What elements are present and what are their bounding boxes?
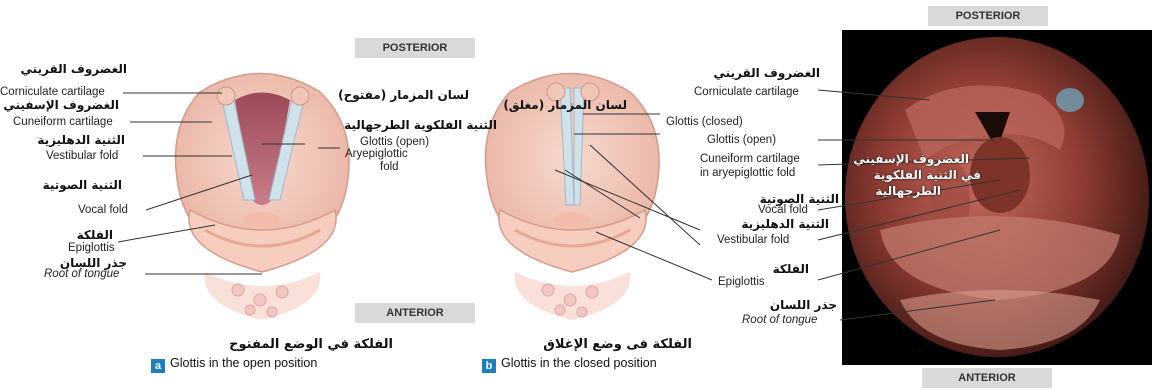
panel-b-caption-ar: الفلكة فى وضع الإغلاق [543,338,692,352]
panel-a-caption-en: Glottis in the open position [170,356,317,370]
panel-a-epiglottis-ar: الفلكة [77,228,113,242]
panel-a-posterior-label: POSTERIOR [355,38,475,58]
panel-a-cuneiform-en: Cuneiform cartilage [13,116,113,129]
panel-a-aryepi-en2: fold [380,161,399,174]
panel-c-cuneiform-ar2: في الثنية الفلكوية [874,168,981,182]
panel-b-caption-en: Glottis in the closed position [501,356,657,370]
panel-c-corniculate-en: Corniculate cartilage [694,86,799,99]
panel-c-cuneiform-en1: Cuneiform cartilage [700,153,800,166]
panel-a-corniculate-ar: الغضروف القريني [20,62,127,76]
panel-b-glottis-closed-ar: لسان المزمار (مغلق) [503,98,627,112]
panel-a-drawing [176,74,350,321]
panel-a-epiglottis-tip [244,212,280,228]
panel-a-vocal-ar: الثنية الصوتية [43,178,122,192]
panel-a-vestibular-en: Vestibular fold [46,150,118,163]
panel-a-corniculate-left [217,87,235,105]
panel-a-anterior-label: ANTERIOR [355,303,475,323]
panel-c-root-ar: جذر اللسان [770,298,837,312]
panel-c-vestibular-en: Vestibular fold [717,234,789,247]
panel-a-cuneiform-ar: الغضروف الإسفيني [3,98,119,112]
panel-a-badge: a [151,359,165,373]
panel-c-corniculate-ar: الغضروف القريني [713,66,820,80]
panel-a-vestibular-ar: الثنية الدهليزية [37,133,125,147]
panel-c-vestibular-ar: الثنية الدهليزية [741,217,829,231]
panel-a-caption: a Glottis in the open position [151,356,317,373]
panel-a-root-en: Root of tongue [44,268,119,281]
panel-a-aryepi-ar: الثنية الفلكوية الطرجهالية [344,118,497,132]
panel-c-epiglottis-en: Epiglottis [718,276,765,289]
panel-c-vocal-en: Vocal fold [758,204,808,217]
panel-c-root-en: Root of tongue [742,314,817,327]
panel-c-cuneiform-ar3: الطرجهالية [875,184,941,198]
panel-b-glottis-closed-en: Glottis (closed) [666,116,743,129]
panel-a-caption-ar: الفلكة في الوضع المفتوح [229,338,393,352]
panel-c-cuneiform-en2: in aryepiglottic fold [700,167,795,180]
panel-a-corniculate-right [291,87,309,105]
panel-c-posterior-label: POSTERIOR [928,6,1048,26]
panel-c-epiglottis-ar: الفلكة [773,262,809,276]
panel-a-vocal-en: Vocal fold [78,204,128,217]
panel-c-cuneiform-ar1: الغضروف الإسفيني [853,152,969,166]
panel-b-caption: b Glottis in the closed position [482,356,657,373]
panel-a-epiglottis-en: Epiglottis [68,242,115,255]
panel-b-badge: b [482,359,496,373]
panel-c-anterior-label: ANTERIOR [922,368,1052,388]
panel-a-aryepi-en: Aryepiglottic [345,148,408,161]
panel-c-glottis-open-en: Glottis (open) [707,134,776,147]
panel-a-glottis-open-ar: لسان المزمار (مفتوح) [338,88,469,102]
